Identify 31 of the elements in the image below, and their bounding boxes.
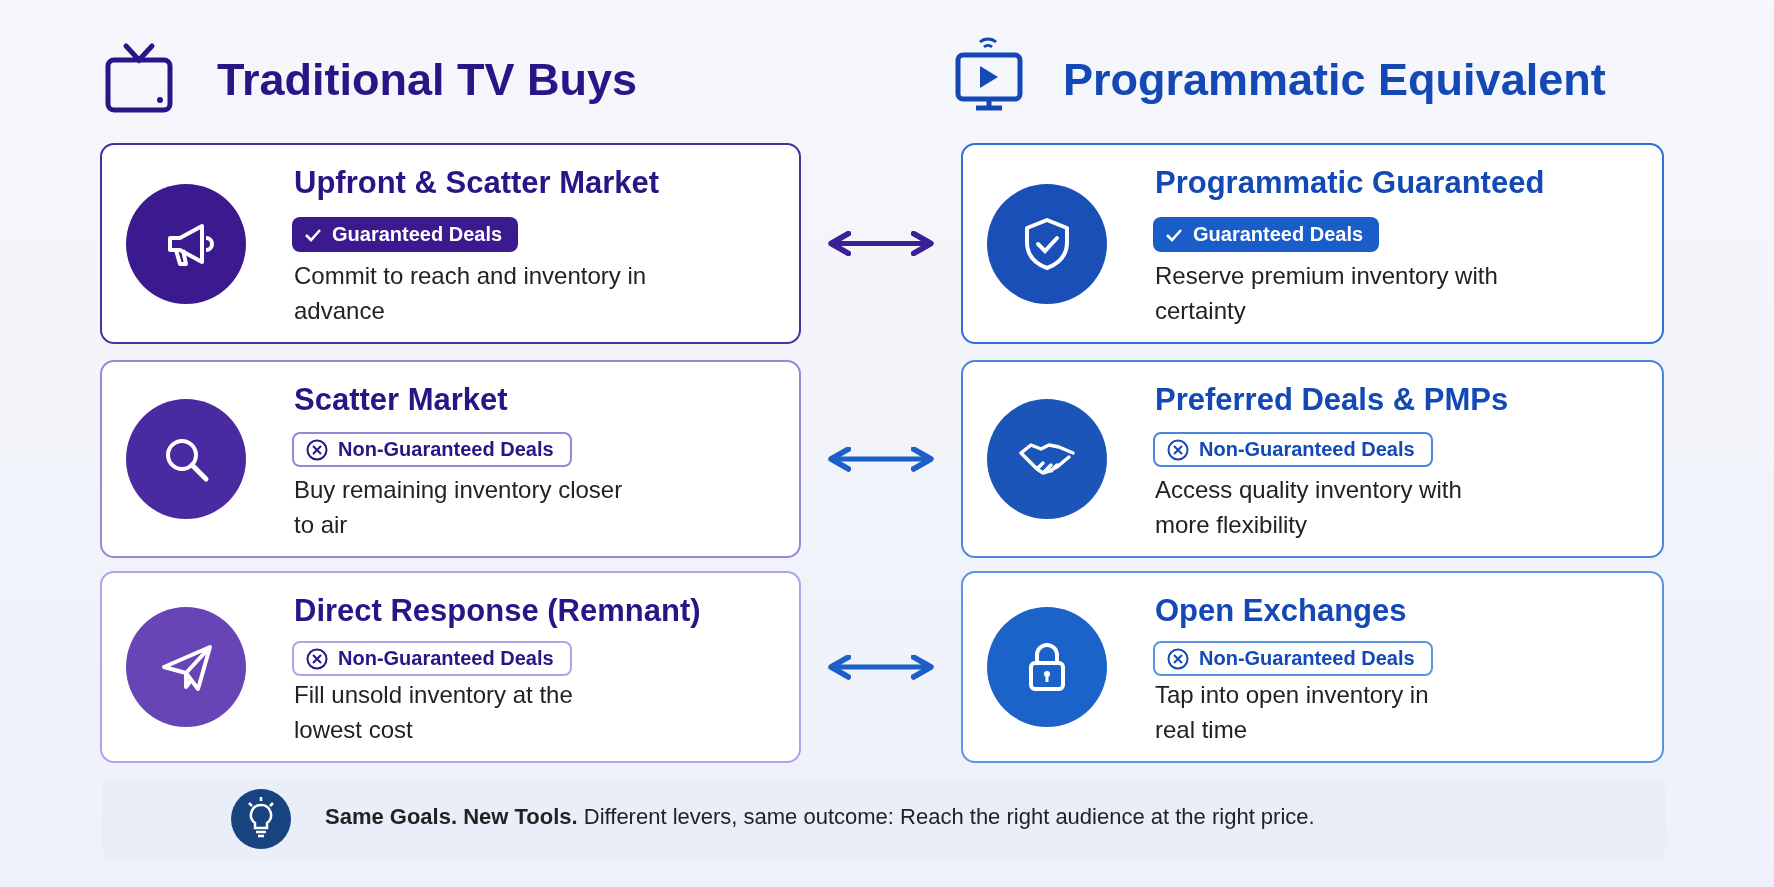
- card-description: Access quality inventory with more flexibility: [1155, 475, 1463, 540]
- summary-text: Same Goals. New Tools. Different levers, same outcome: Reach the right audience at the right price.: [325, 804, 1315, 830]
- double-arrow: [828, 446, 934, 472]
- double-arrow: [828, 654, 934, 680]
- card-description: Reserve premium inventory with certainty: [1155, 261, 1499, 326]
- card-title: Open Exchanges: [1155, 593, 1407, 629]
- double-arrow: [828, 230, 934, 257]
- card-description: Tap into open inventory in real time: [1155, 680, 1430, 745]
- card-description: Fill unsold inventory at the lowest cost: [294, 680, 574, 745]
- deal-badge: Guaranteed Deals: [1153, 217, 1380, 252]
- deal-badge: Non-Guaranteed Deals: [292, 641, 572, 676]
- deal-badge: Non-Guaranteed Deals: [292, 432, 572, 467]
- deal-badge: Non-Guaranteed Deals: [1153, 641, 1433, 676]
- section-heading: Programmatic Equivalent: [1063, 54, 1606, 106]
- comparison-card: [100, 360, 801, 558]
- card-title: Programmatic Guaranteed: [1155, 165, 1545, 201]
- summary-banner: [102, 778, 1666, 860]
- comparison-card: [961, 571, 1664, 763]
- comparison-card: [961, 143, 1664, 344]
- comparison-card: [961, 360, 1664, 558]
- card-title: Scatter Market: [294, 382, 508, 418]
- card-description: Buy remaining inventory closer to air: [294, 475, 624, 540]
- card-title: Preferred Deals & PMPs: [1155, 382, 1509, 418]
- comparison-card: [100, 571, 801, 763]
- deal-badge: Non-Guaranteed Deals: [1153, 432, 1433, 467]
- card-title: Direct Response (Remnant): [294, 593, 701, 629]
- section-heading: Traditional TV Buys: [217, 54, 638, 106]
- card-title: Upfront & Scatter Market: [294, 165, 660, 201]
- comparison-card: [100, 143, 801, 344]
- deal-badge: Guaranteed Deals: [292, 217, 519, 252]
- card-description: Commit to reach and inventory in advance: [294, 261, 648, 326]
